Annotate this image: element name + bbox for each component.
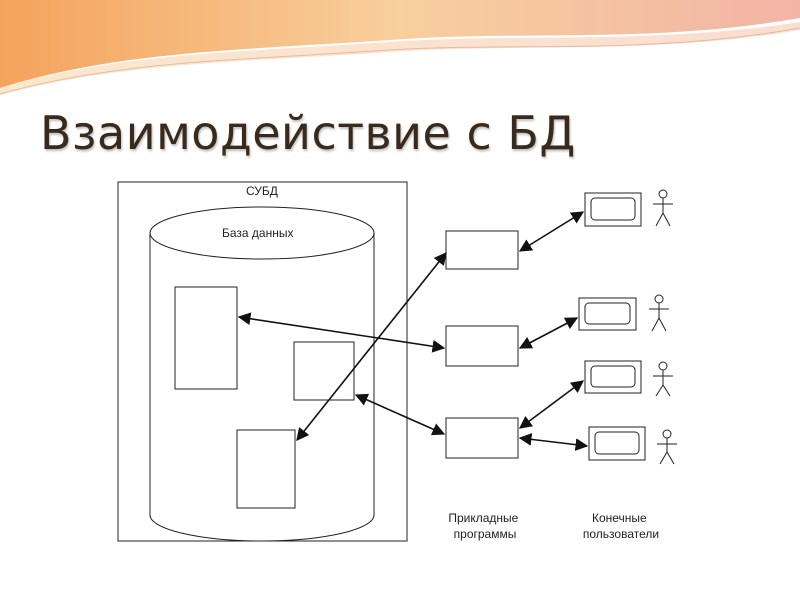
data-block-3 — [236, 429, 296, 509]
user-figure-3 — [653, 361, 673, 397]
arrow-app3-terminal3 — [518, 380, 585, 429]
data-block-2 — [293, 341, 355, 401]
database-cylinder — [149, 206, 375, 542]
dbms-label: СУБД — [246, 184, 278, 198]
arrow-app1-terminal1 — [518, 211, 585, 252]
terminal-3 — [584, 360, 642, 394]
user-figure-1 — [653, 189, 673, 227]
slide-title: Взаимодействие с БД — [40, 106, 576, 160]
end-users-label: Конечные пользователи — [583, 511, 659, 541]
user-figure-2 — [649, 294, 669, 332]
terminal-1 — [584, 192, 642, 227]
top-banner-decoration — [0, 0, 800, 95]
arrow-block3-app1 — [296, 251, 447, 442]
app-program-3 — [445, 417, 519, 459]
arrow-app3-terminal4 — [518, 433, 589, 451]
user-figure-4 — [657, 429, 677, 465]
end-users-label-line2: пользователи — [583, 527, 659, 541]
database-label: База данных — [222, 226, 293, 240]
app-program-1 — [445, 230, 519, 270]
app-programs-label-line2: программы — [454, 527, 517, 541]
end-users-label-line1: Конечные — [592, 511, 647, 525]
terminal-4 — [588, 426, 646, 461]
arrow-app2-terminal2 — [518, 317, 579, 349]
app-program-2 — [445, 325, 519, 367]
app-programs-label: Прикладные программы — [448, 511, 521, 541]
terminal-2 — [578, 297, 637, 331]
data-block-1 — [174, 286, 238, 390]
app-programs-label-line1: Прикладные — [448, 511, 518, 525]
arrow-block2-app3 — [354, 393, 446, 436]
